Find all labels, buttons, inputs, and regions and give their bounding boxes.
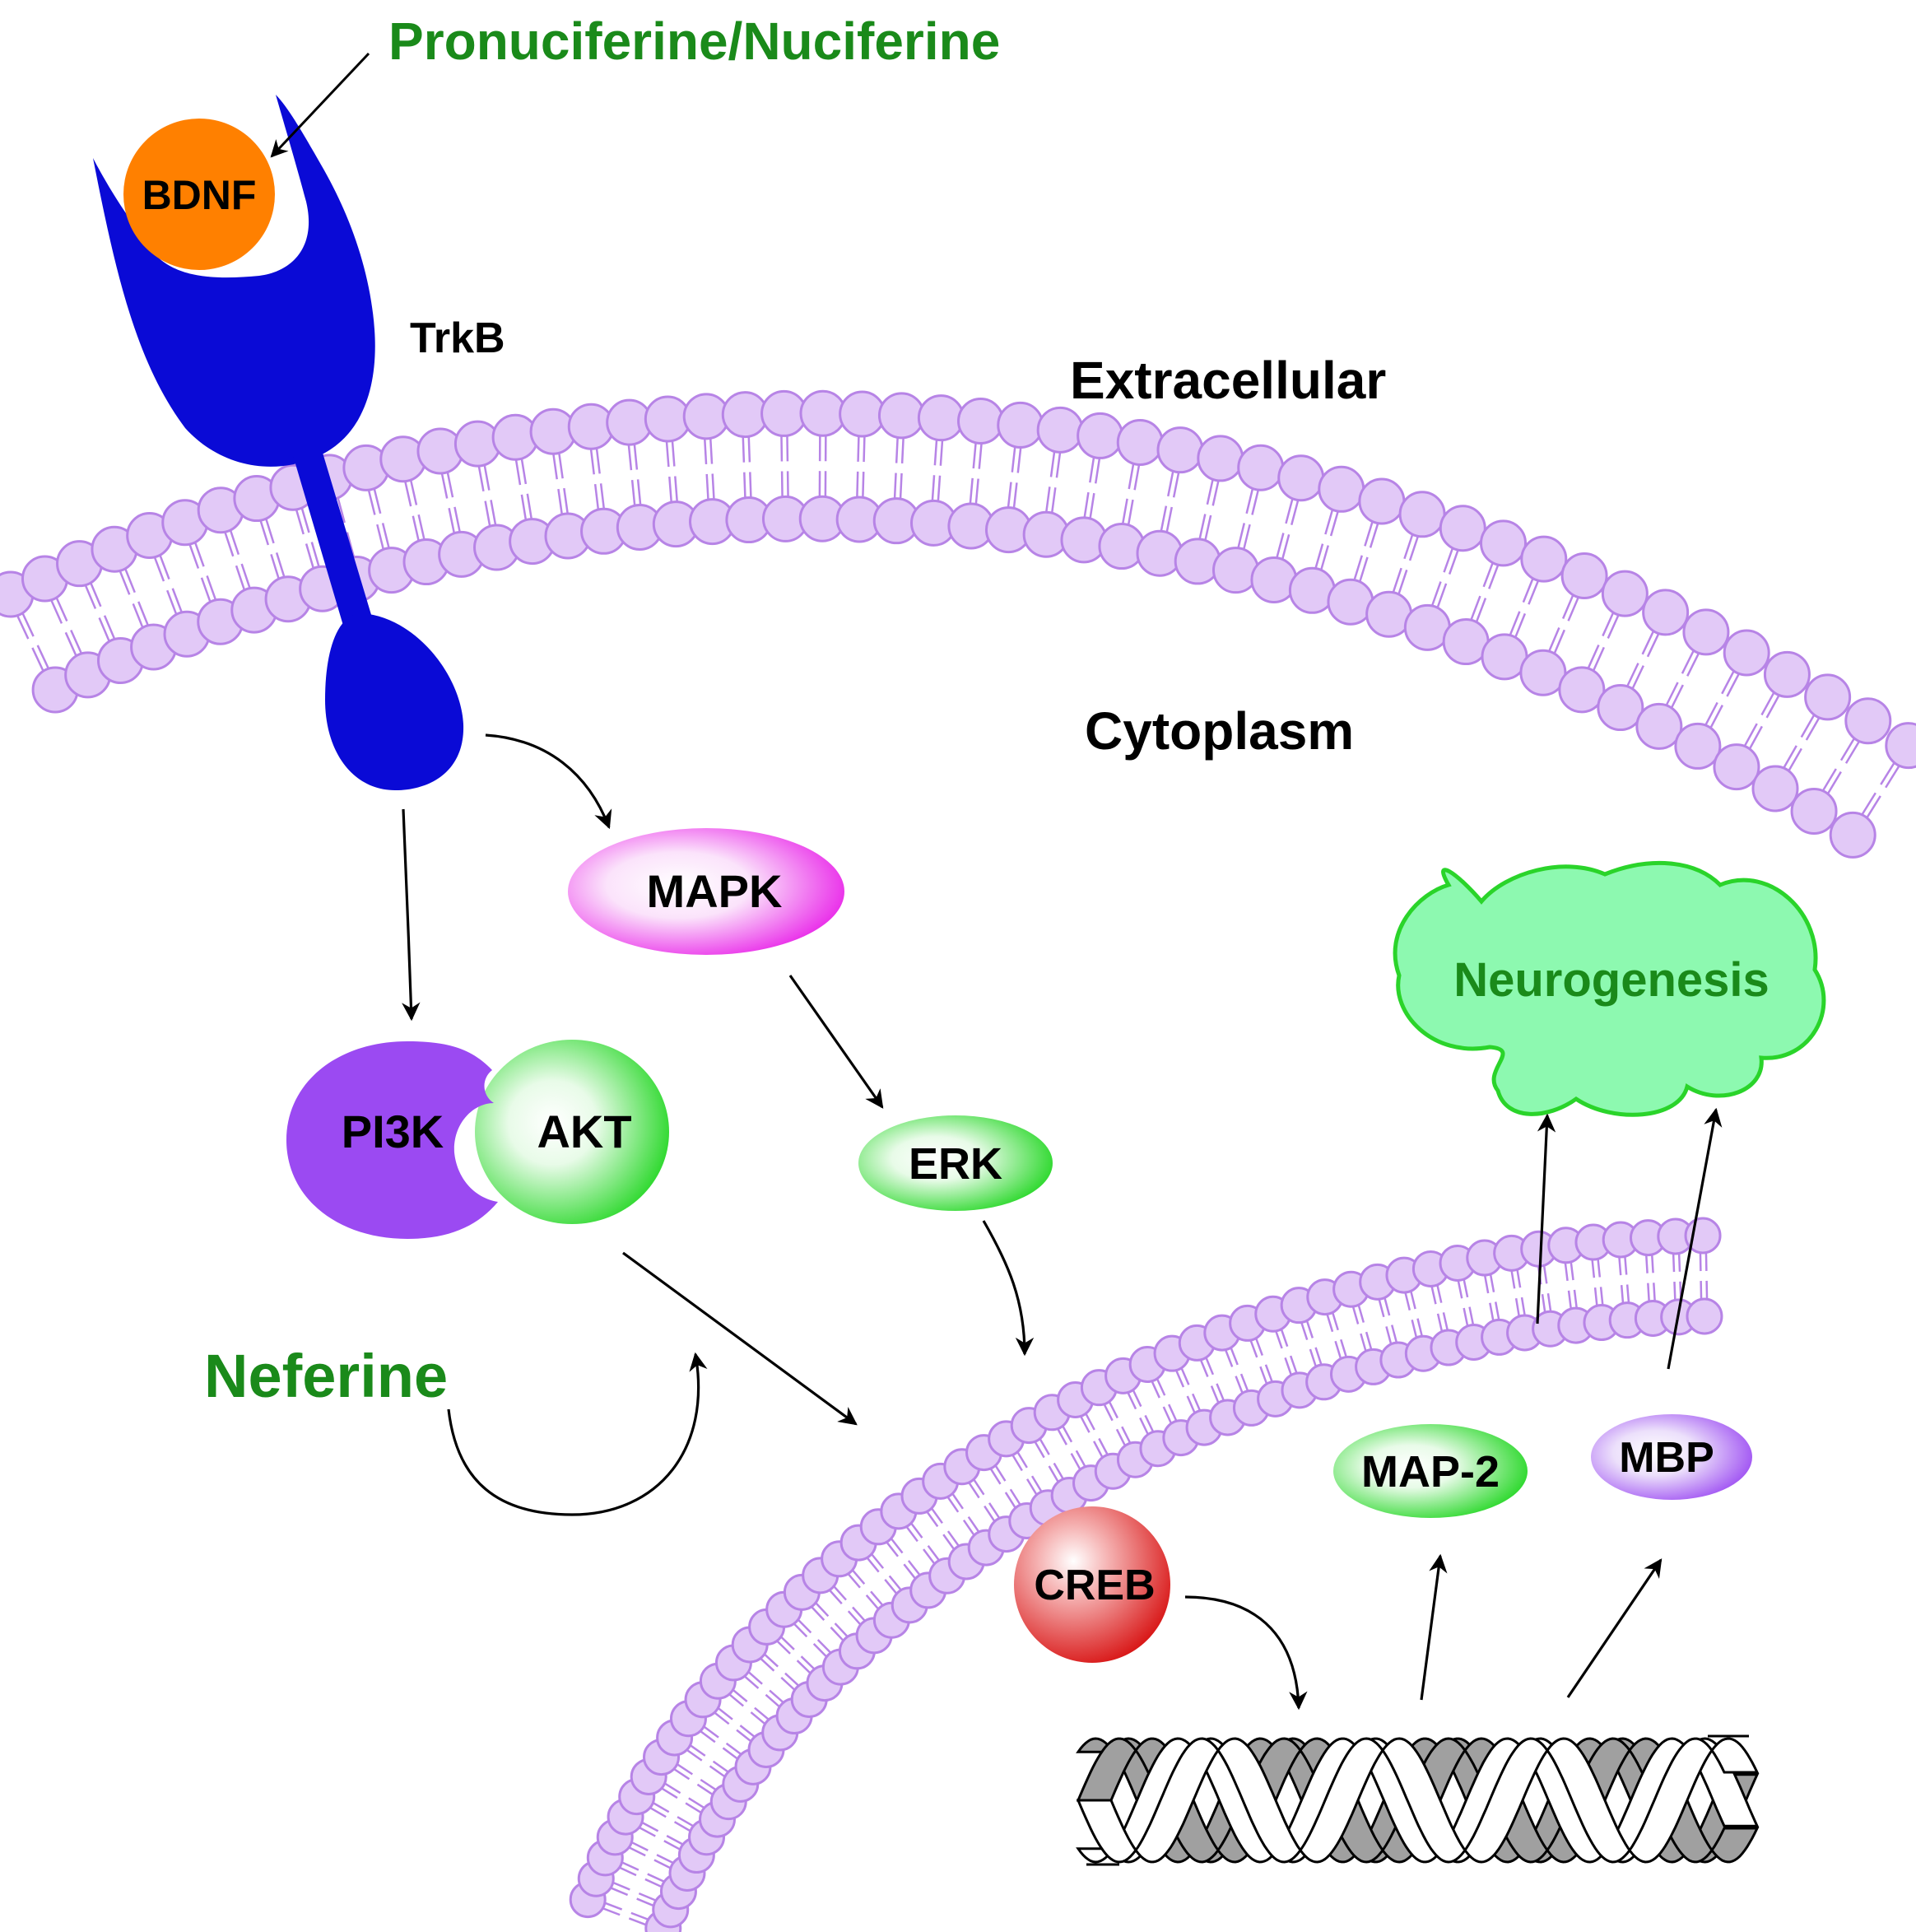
arrow-akt-to-nucleus (622, 1251, 858, 1426)
plasma-membrane (0, 389, 1916, 859)
arrow-trkb-to-mapk (485, 733, 612, 830)
nuclear-membrane (569, 1217, 1723, 1932)
arrow-dna-to-mbp (1566, 1558, 1663, 1698)
arrow-map2-to-neurogenesis (1536, 1113, 1556, 1324)
map2-label: MAP-2 (1361, 1447, 1500, 1497)
mapk-label: MAPK (647, 865, 783, 917)
arrow-dna-to-map2 (1420, 1553, 1448, 1701)
arrow-mapk-to-erk (788, 975, 884, 1109)
neferine-label: Neferine (204, 1342, 448, 1410)
erk-label: ERK (909, 1139, 1002, 1189)
creb-label: CREB (1034, 1562, 1155, 1609)
akt-label: AKT (537, 1106, 631, 1157)
bdnf-label: BDNF (142, 172, 257, 218)
arrow-erk-to-nucleus (982, 1220, 1035, 1357)
pi3k-shape (286, 1041, 498, 1239)
map2-ellipse (1333, 1424, 1528, 1518)
erk-ellipse (858, 1115, 1053, 1211)
trkb-transmembrane-stalk (292, 453, 377, 634)
arrow-trkb-to-pi3k (402, 808, 421, 1022)
neurogenesis-label: Neurogenesis (1453, 953, 1770, 1007)
dna-double-helix (1076, 1734, 1760, 1866)
cytoplasm-label: Cytoplasm (1085, 701, 1354, 761)
creb-circle (1014, 1506, 1170, 1663)
arrow-neferine-loop (447, 1352, 708, 1516)
ligand-label: Pronuciferine/Nuciferine (388, 12, 1000, 71)
dna-strand-front-2 (1076, 1737, 1760, 1864)
trkb-kinase-domain (325, 613, 464, 790)
neurogenesis-cloud (1393, 860, 1826, 1117)
arrow-creb-to-dna (1184, 1595, 1308, 1711)
trkb-receptor (93, 95, 464, 790)
pi3k-label: PI3K (342, 1106, 444, 1157)
trkb-label: TrkB (410, 314, 505, 362)
bdnf-circle (123, 119, 275, 270)
mapk-ellipse (568, 828, 844, 955)
mbp-label: MBP (1619, 1434, 1714, 1482)
trkb-extracellular-domain (93, 95, 375, 467)
arrow-mbp-to-neurogenesis (1667, 1107, 1723, 1370)
lipid-bilayers (0, 389, 1916, 1932)
mbp-ellipse (1591, 1414, 1752, 1500)
extracellular-label: Extracellular (1070, 351, 1386, 410)
ligand-arrow (270, 52, 370, 158)
akt-ellipse (475, 1040, 669, 1224)
pathway-arrows (402, 733, 1723, 1711)
